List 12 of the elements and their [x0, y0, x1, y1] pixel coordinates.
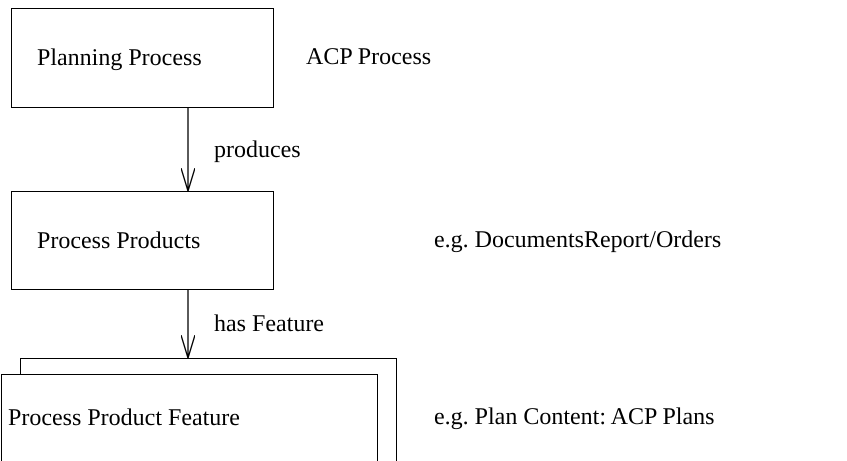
note-text: e.g. DocumentsReport/Orders — [434, 228, 722, 252]
process-box — [1, 374, 378, 461]
edge-label: produces — [212, 138, 303, 162]
note-text: ACP Process — [306, 45, 432, 69]
arrow — [180, 108, 196, 192]
box-label: Process Product Feature — [8, 404, 240, 433]
process-box — [11, 8, 274, 108]
box-label: Planning Process — [37, 44, 202, 73]
arrow — [180, 290, 196, 359]
box-label: Process Products — [37, 226, 200, 256]
note-text: e.g. Plan Content: ACP Plans — [434, 405, 714, 429]
process-box — [11, 191, 274, 290]
